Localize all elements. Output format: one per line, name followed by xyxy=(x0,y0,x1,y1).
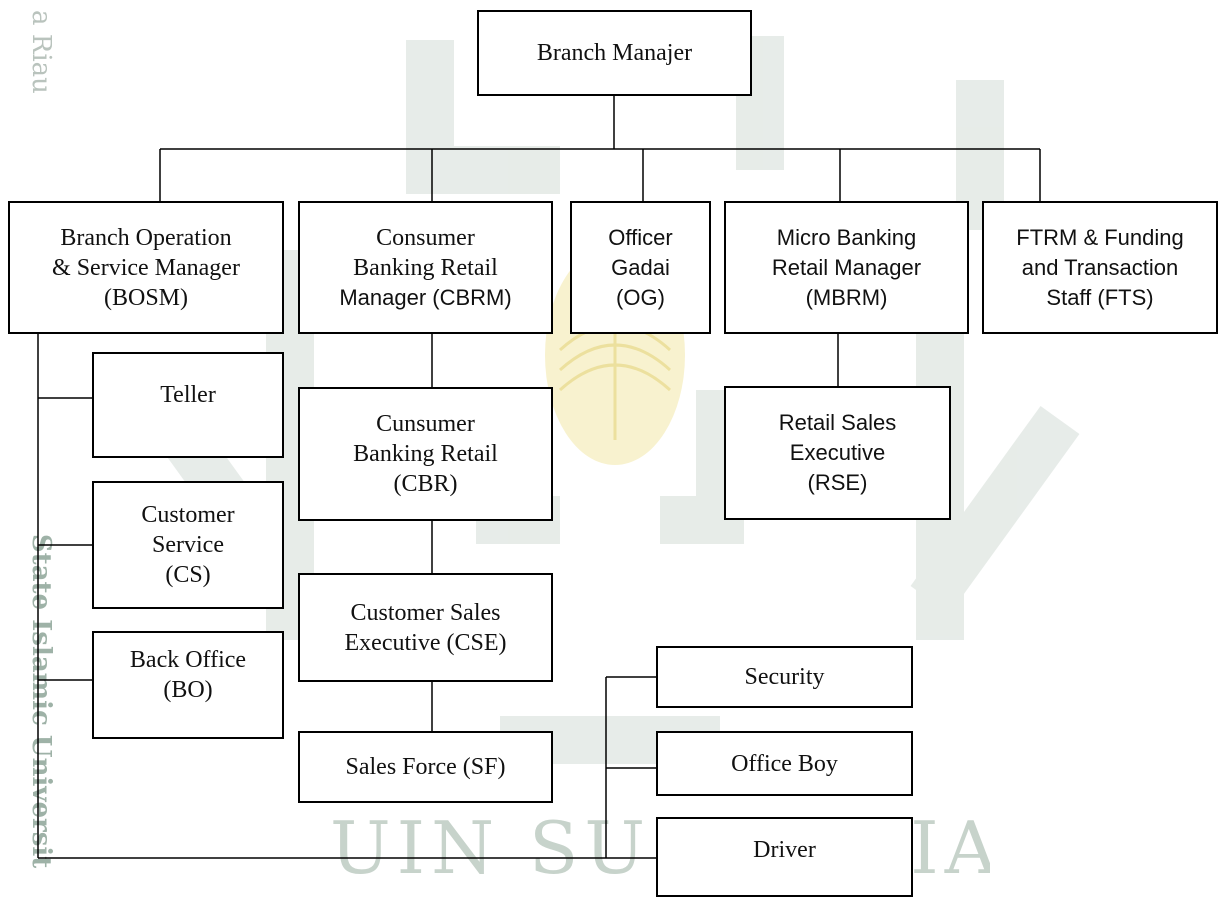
box-label-line: FTRM & Funding xyxy=(1016,224,1184,250)
box-label-line: Branch Manajer xyxy=(536,40,693,66)
box-label-line: Executive xyxy=(789,440,886,465)
bosm-box: Branch Operation & Service Manager (BOSM) xyxy=(8,201,284,334)
box-label-line: Sales Force (SF) xyxy=(345,754,506,780)
branch-manager-box: Branch Manajer xyxy=(477,10,752,96)
box-label-line: Office Boy xyxy=(731,750,838,777)
box-label-line: (BOSM) xyxy=(103,284,188,311)
box-label-line: Gadai xyxy=(611,254,670,280)
office-boy-box: Office Boy xyxy=(656,731,913,796)
box-label-line: Driver xyxy=(753,837,816,863)
back-office-box: Back Office (BO) xyxy=(92,631,284,739)
teller-box: Teller xyxy=(92,352,284,458)
box-label-line: Retail Manager xyxy=(771,254,922,280)
box-label-line: Staff (FTS) xyxy=(1046,284,1154,310)
box-label-line: (CS) xyxy=(165,562,211,588)
box-label-line: Retail Sales xyxy=(778,410,897,435)
box-label-line: Executive (CSE) xyxy=(344,629,507,656)
box-label-line: Micro Banking xyxy=(776,224,917,250)
box-label-line: (OG) xyxy=(616,284,665,310)
box-label-line: Back Office xyxy=(129,647,247,673)
box-label-line: Service xyxy=(152,532,224,558)
box-label-line: Security xyxy=(744,664,825,690)
security-box: Security xyxy=(656,646,913,708)
box-label-line: & Service Manager xyxy=(52,254,240,281)
box-label-line: (BO) xyxy=(163,677,213,703)
box-label-line: (RSE) xyxy=(807,470,868,495)
box-label-line: Customer Sales xyxy=(350,599,501,626)
box-label-line: (MBRM) xyxy=(805,284,888,310)
driver-box: Driver xyxy=(656,817,913,897)
box-label-line: Customer xyxy=(141,502,235,528)
box-label-line: Teller xyxy=(160,382,216,408)
box-label-line: Manager (CBRM) xyxy=(339,284,512,310)
box-label-line: Banking Retail xyxy=(353,441,498,467)
box-label-line: Branch Operation xyxy=(60,224,232,251)
watermark-vertical-text: a RiauState Islamic Universit xyxy=(26,10,56,869)
sales-force-box: Sales Force (SF) xyxy=(298,731,553,803)
box-label-line: Officer xyxy=(608,224,673,250)
box-label-line: (CBR) xyxy=(393,471,458,497)
box-label-line: Banking Retail xyxy=(353,254,498,281)
box-label-line: and Transaction xyxy=(1021,254,1179,280)
box-label-line: Cunsumer xyxy=(376,411,475,437)
box-label-line: Consumer xyxy=(376,224,475,251)
